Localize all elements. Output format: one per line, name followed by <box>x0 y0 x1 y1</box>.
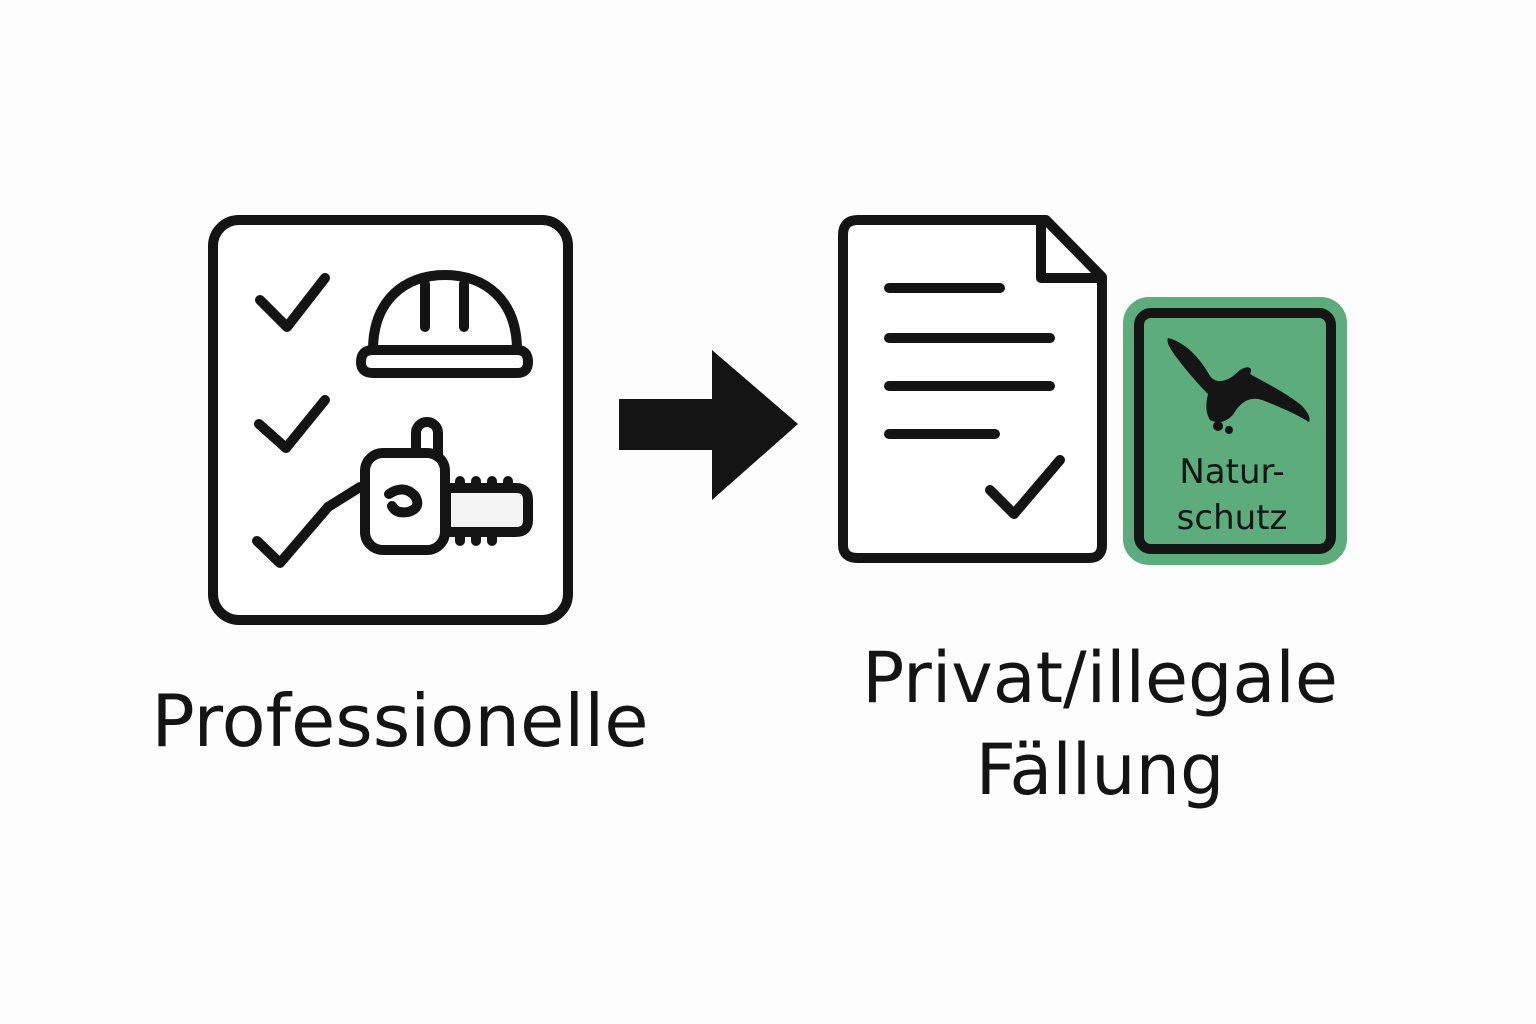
private-illegal-label: Privat/illegale Fällung <box>800 632 1400 816</box>
private-illegal-label-line2: Fällung <box>975 729 1225 811</box>
badge-text-line1: Natur- <box>1179 452 1285 492</box>
hard-hat-icon <box>356 270 533 378</box>
right-arrow-icon <box>619 350 798 500</box>
document-icon <box>838 215 1107 563</box>
professional-label: Professionelle <box>151 679 649 763</box>
bird-icon <box>1167 338 1310 434</box>
badge-text-line2: schutz <box>1176 498 1288 538</box>
check-icon <box>255 273 330 332</box>
private-illegal-label-line1: Privat/illegale <box>862 637 1338 719</box>
check-icon <box>252 482 365 568</box>
naturschutz-badge <box>1123 297 1347 565</box>
checklist-card-icon <box>208 215 573 625</box>
chainsaw-icon <box>360 417 533 555</box>
check-icon <box>254 395 330 453</box>
